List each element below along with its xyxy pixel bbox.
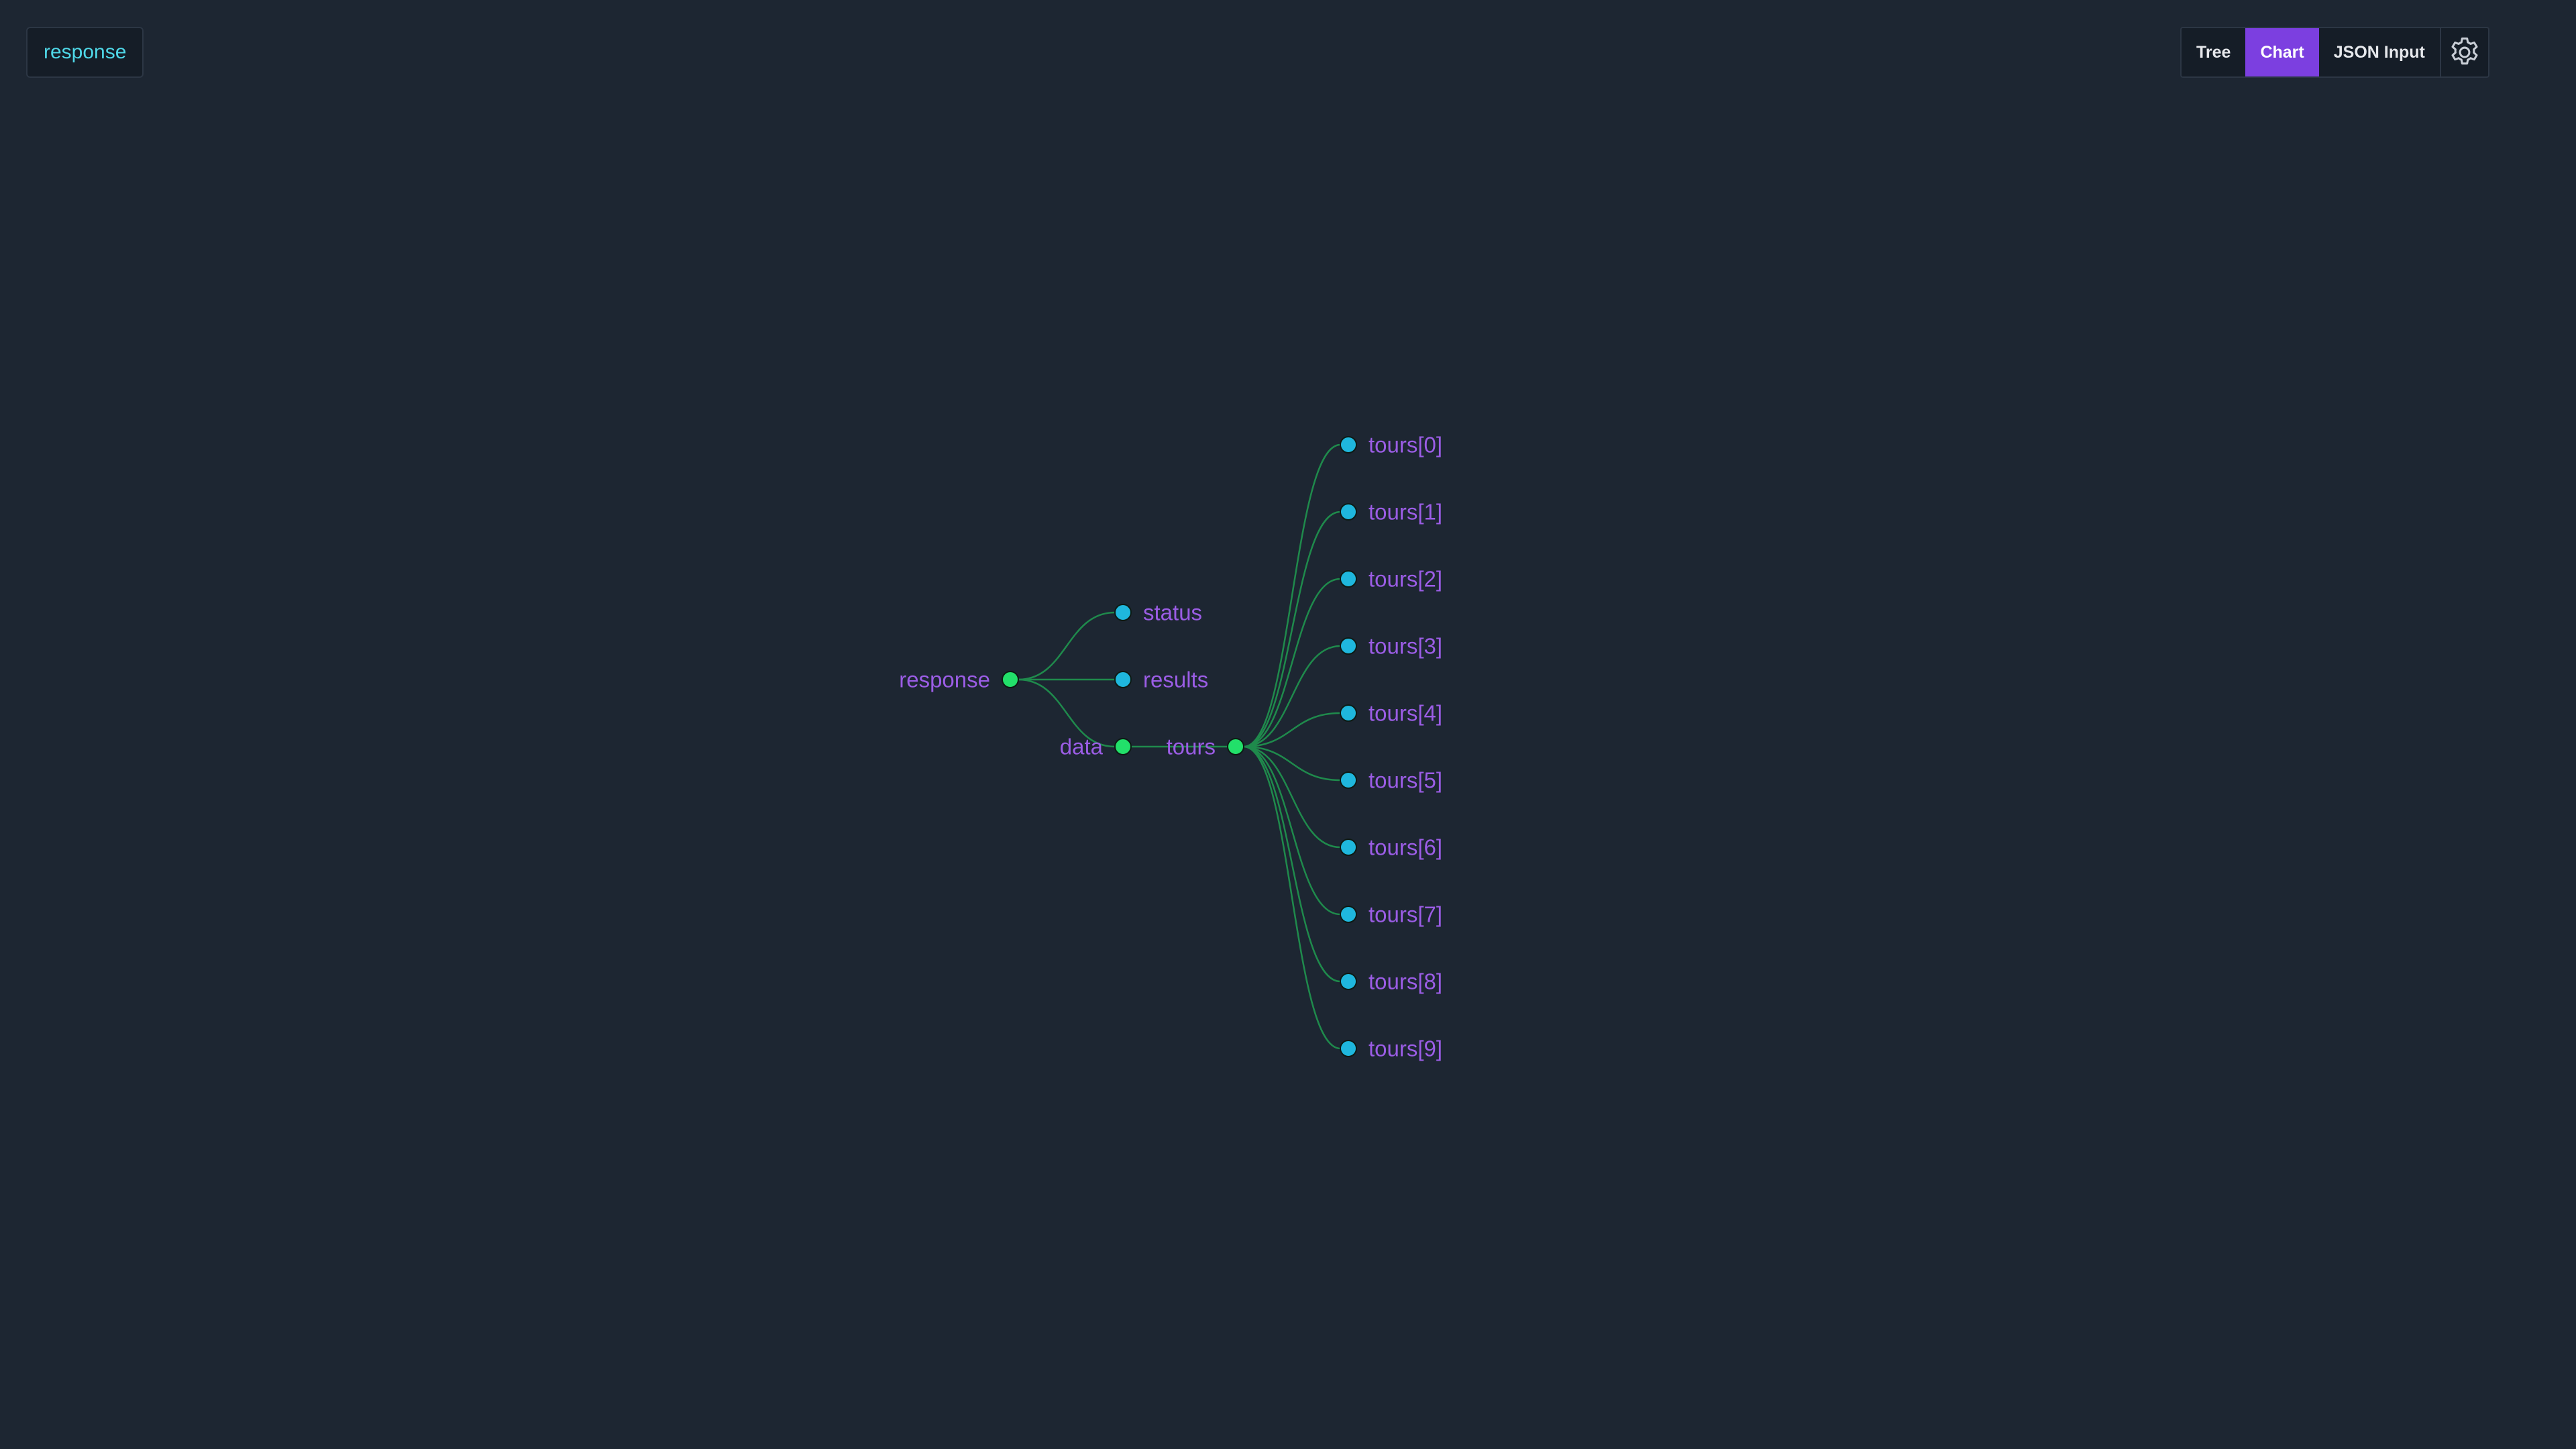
edge-tours-to-tours-0 [1243,443,1341,748]
edge-tours-to-tours-5 [1243,745,1341,782]
node-label-status: status [1143,600,1202,625]
edges-layer [1018,443,1341,1050]
branch-node-dot[interactable] [1114,738,1132,755]
gear-icon [2451,37,2478,65]
tree-node-response[interactable]: response [899,667,1019,692]
tree-node-tours-7[interactable]: tours[7] [1340,902,1442,927]
leaf-node-dot[interactable] [1340,771,1357,789]
leaf-node-dot[interactable] [1340,704,1357,722]
leaf-node-dot[interactable] [1340,637,1357,655]
node-label-tours-3: tours[3] [1368,634,1442,659]
node-label-tours-6: tours[6] [1368,835,1442,860]
breadcrumb-item-response[interactable]: response [44,41,127,63]
branch-node-dot[interactable] [1227,738,1244,755]
leaf-node-dot[interactable] [1340,570,1357,588]
node-label-data: data [1060,735,1104,759]
node-label-tours-8: tours[8] [1368,969,1442,994]
leaf-node-dot[interactable] [1340,503,1357,521]
edge-tours-to-tours-9 [1243,745,1341,1050]
node-label-tours-1: tours[1] [1368,500,1442,525]
tree-node-status[interactable]: status [1114,600,1202,625]
node-label-tours-5: tours[5] [1368,768,1442,793]
tree-node-tours-1[interactable]: tours[1] [1340,500,1442,525]
settings-button[interactable] [2439,28,2488,76]
leaf-node-dot[interactable] [1340,436,1357,453]
leaf-node-dot[interactable] [1340,1040,1357,1057]
node-label-results: results [1143,667,1208,692]
tree-node-tours-4[interactable]: tours[4] [1340,701,1442,726]
view-toolbar: Tree Chart JSON Input [2180,27,2489,78]
edge-response-to-status [1018,611,1116,681]
edge-tours-to-tours-6 [1243,745,1341,849]
tree-node-tours-3[interactable]: tours[3] [1340,634,1442,659]
edge-tours-to-tours-7 [1243,745,1341,916]
node-label-tours: tours [1167,735,1216,759]
nodes-layer: response status results data tours tours[0] to… [899,433,1442,1061]
tree-node-tours-0[interactable]: tours[0] [1340,433,1442,458]
tree-node-tours-2[interactable]: tours[2] [1340,567,1442,592]
tree-node-results[interactable]: results [1114,667,1208,692]
leaf-node-dot[interactable] [1340,839,1357,856]
edge-tours-to-tours-2 [1243,578,1341,748]
edge-tours-to-tours-1 [1243,511,1341,748]
tab-tree[interactable]: Tree [2196,42,2231,62]
leaf-node-dot[interactable] [1114,604,1132,621]
breadcrumb[interactable]: response [26,27,144,78]
leaf-node-dot[interactable] [1340,973,1357,990]
tree-node-tours-9[interactable]: tours[9] [1340,1036,1442,1061]
leaf-node-dot[interactable] [1114,671,1132,688]
node-label-tours-7: tours[7] [1368,902,1442,927]
edge-tours-to-tours-4 [1243,712,1341,748]
edge-tours-to-tours-3 [1243,645,1341,748]
tree-node-tours-5[interactable]: tours[5] [1340,768,1442,793]
branch-node-dot[interactable] [1002,671,1019,688]
node-label-tours-9: tours[9] [1368,1036,1442,1061]
leaf-node-dot[interactable] [1340,906,1357,923]
node-label-response: response [899,667,990,692]
node-label-tours-4: tours[4] [1368,701,1442,726]
tree-node-tours-8[interactable]: tours[8] [1340,969,1442,994]
tab-json-input[interactable]: JSON Input [2333,42,2425,62]
edge-tours-to-tours-8 [1243,745,1341,983]
tree-node-tours-6[interactable]: tours[6] [1340,835,1442,860]
tree-node-tours[interactable]: tours [1167,735,1244,759]
node-label-tours-0: tours[0] [1368,433,1442,458]
node-label-tours-2: tours[2] [1368,567,1442,592]
tree-node-data[interactable]: data [1060,735,1132,759]
edge-response-to-data [1018,678,1116,748]
tab-chart[interactable]: Chart [2245,28,2319,76]
